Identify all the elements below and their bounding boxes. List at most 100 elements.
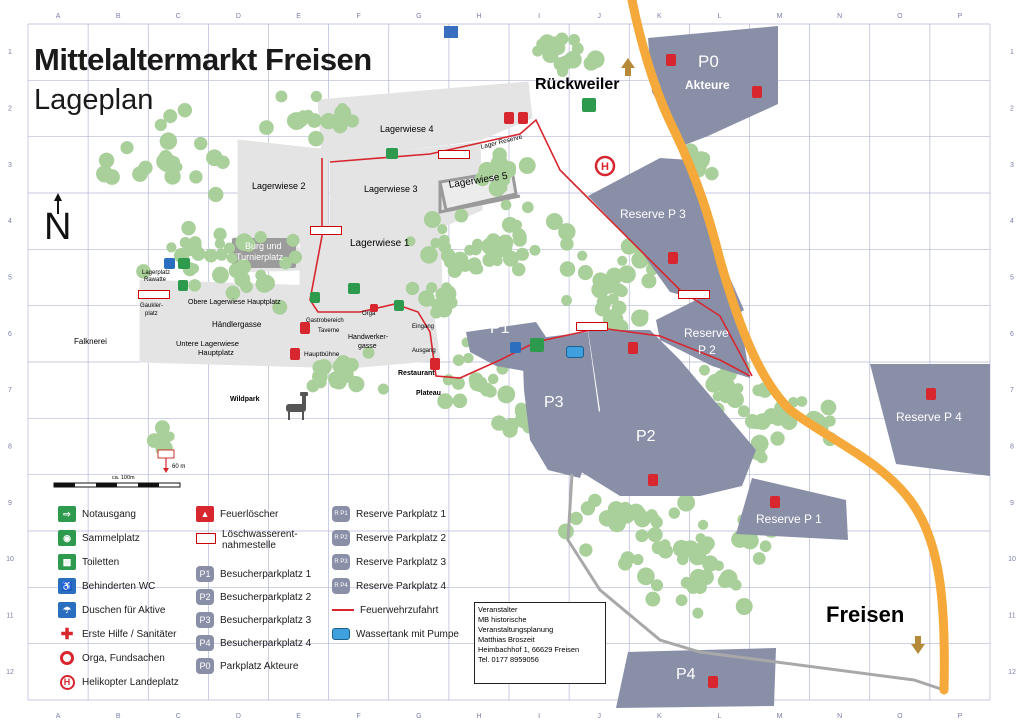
tree-icon (693, 580, 707, 595)
tree-icon (430, 237, 441, 249)
legend-label: Löschwasserent- (222, 529, 298, 540)
legend-label: Sammelplatz (82, 532, 140, 544)
grid-col-label: L (717, 713, 721, 720)
helipad-icon: H (58, 674, 76, 690)
tree-icon (308, 130, 324, 147)
grid-row-label: 6 (1010, 331, 1014, 338)
label-p2: P2 (636, 428, 656, 445)
tree-icon (154, 420, 170, 436)
tree-icon (166, 242, 177, 253)
grid-col-label: P (958, 13, 963, 20)
tree-icon (452, 354, 465, 366)
tree-icon (164, 431, 175, 442)
tree-icon (694, 161, 707, 175)
organizer-contact-box: Veranstalter MB historische Veranstaltun… (474, 602, 606, 684)
fire-extinguisher-icon: ▲ (196, 506, 214, 522)
grid-row-label: 7 (1010, 387, 1014, 394)
fire-extinguisher-icon (300, 322, 310, 334)
tree-icon (437, 393, 454, 410)
tree-icon (569, 511, 583, 526)
first-aid-icon: ✚ (58, 626, 76, 643)
grid-col-label: H (476, 713, 481, 720)
label-burg-1: Burg und (245, 241, 282, 251)
tree-icon (226, 252, 238, 264)
label-reserve-p2-2: P 2 (698, 343, 716, 357)
legend-label: Reserve Parkplatz 3 (356, 556, 447, 568)
tree-icon (255, 275, 273, 293)
grid-row-label: 9 (1010, 500, 1014, 507)
tree-icon (481, 167, 494, 180)
fire-extinguisher-icon (648, 474, 658, 486)
tree-icon (733, 383, 744, 394)
grid-row-label: 3 (1010, 162, 1014, 169)
grid-col-label: F (357, 13, 361, 20)
hydrant-marker-icon (438, 150, 470, 159)
tree-icon (420, 246, 438, 264)
tree-icon (491, 255, 503, 267)
tree-icon (612, 516, 623, 527)
contact-line-5: Tel. 0177 8959056 (478, 655, 539, 664)
water-tank-icon (566, 346, 584, 358)
parking-p3-icon: P3 (196, 612, 214, 628)
toilet-icon: ▩ (58, 554, 76, 570)
tree-icon (756, 452, 768, 464)
label-lagerwiese-3: Lagerwiese 3 (364, 184, 418, 194)
tree-icon (491, 415, 507, 431)
grid-row-label: 8 (8, 444, 12, 451)
tree-icon (560, 237, 574, 251)
tree-icon (377, 383, 389, 395)
tree-icon (550, 40, 563, 53)
grid-col-label: H (476, 13, 481, 20)
grid-row-label: 8 (1010, 444, 1014, 451)
fire-lane (309, 118, 753, 379)
tree-icon (607, 309, 620, 321)
tree-icon (730, 579, 742, 591)
wheelchair-icon (164, 258, 175, 269)
parking-reserve-p4-area (870, 364, 990, 476)
fire-extinguisher-icon (926, 388, 936, 400)
contact-line-1: Veranstalter (478, 605, 518, 614)
fire-extinguisher-icon (290, 348, 300, 360)
legend-label: Notausgang (82, 508, 136, 520)
tree-icon (559, 55, 574, 70)
legend-label: Toiletten (82, 556, 120, 568)
tree-icon (418, 290, 435, 307)
legend-label: Erste Hilfe / Sanitäter (82, 628, 177, 640)
parking-p2-area (578, 330, 756, 496)
reserve-rp2-icon: R P2 (332, 530, 350, 546)
tree-icon (164, 168, 181, 185)
label-untere-2: Hauptplatz (198, 348, 234, 357)
tree-icon (607, 293, 619, 305)
tree-icon (423, 211, 441, 229)
hydrant-marker-icon (138, 290, 170, 299)
water-tank-icon (332, 628, 350, 640)
label-p4: P4 (676, 666, 696, 683)
tree-icon (181, 220, 196, 236)
tree-icon (529, 244, 541, 256)
tree-icon (214, 238, 226, 249)
fire-lane-icon (332, 609, 354, 611)
grid-col-label: K (657, 13, 662, 20)
tree-icon (194, 136, 208, 151)
tree-icon (770, 431, 785, 446)
label-lagerwiese-1: Lagerwiese 1 (350, 238, 410, 249)
label-obere: Obere Lagerwiese Hauptplatz (188, 299, 281, 306)
assembly-point-icon (530, 338, 544, 352)
orga-icon (58, 650, 76, 666)
tree-icon (697, 519, 709, 530)
tree-icon (208, 186, 224, 203)
label-restaurant: Restaurant (398, 370, 435, 377)
tree-icon (472, 263, 484, 275)
tree-icon (487, 373, 499, 385)
parking-reserve-p2-area (656, 298, 750, 378)
label-orga: Orga (362, 311, 376, 317)
legend-item: Wassertank mit Pumpe (332, 625, 459, 643)
tree-icon (154, 118, 167, 132)
tree-icon (451, 376, 465, 390)
tree-icon (445, 296, 458, 309)
tree-icon (637, 567, 655, 586)
tree-icon (120, 141, 134, 155)
tree-icon (293, 113, 308, 128)
